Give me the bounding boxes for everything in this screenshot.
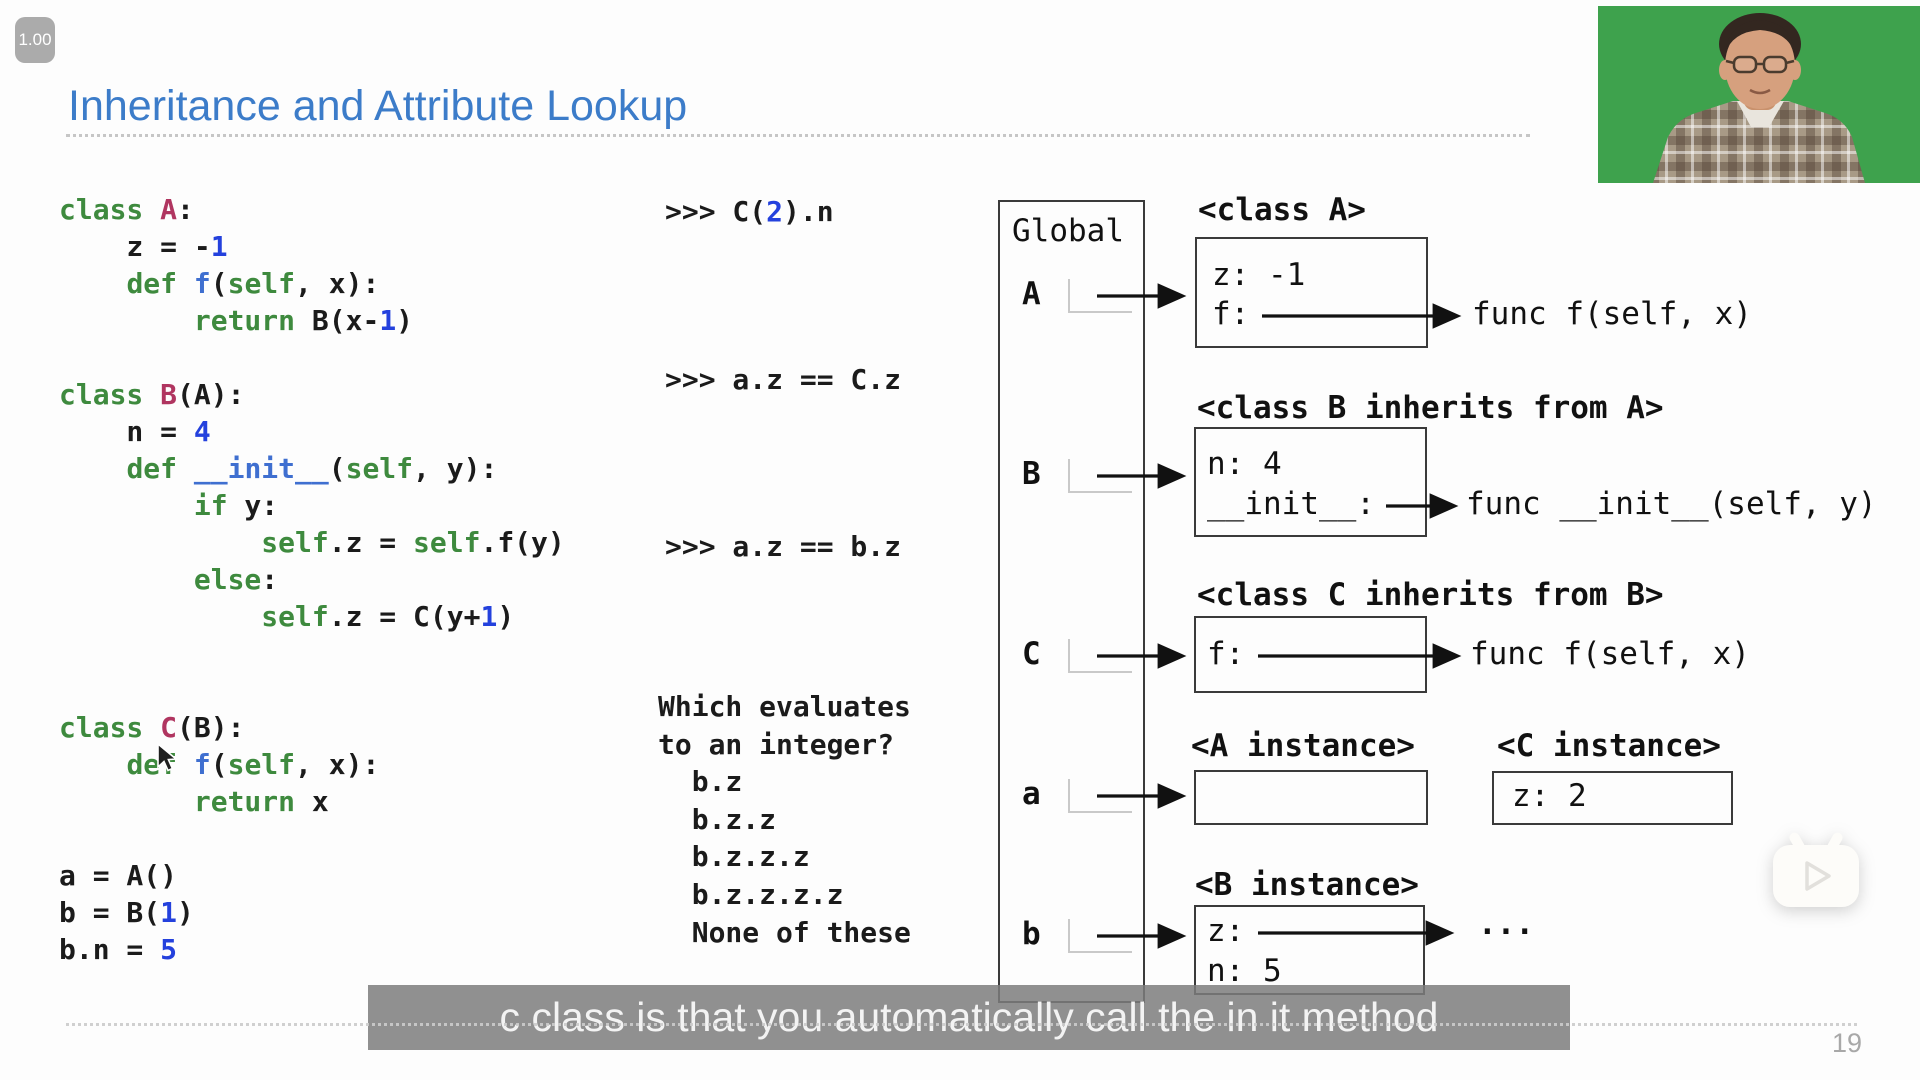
repl-prompt: >>> a.z == C.z (665, 363, 902, 396)
class-b-field: __init__: (1207, 486, 1375, 522)
slide-footer-divider (66, 1023, 1857, 1026)
quiz-option: b.z.z (658, 802, 777, 836)
quiz-option: None of these (658, 915, 911, 949)
class-a-label: <class A> (1198, 192, 1366, 228)
global-frame (998, 200, 1145, 1003)
class-b-field: n: 4 (1207, 446, 1282, 482)
mouse-cursor (157, 742, 179, 772)
function-value-label: func __init__(self, y) (1466, 486, 1877, 522)
quiz-option: b.z.z.z (658, 840, 810, 874)
code-line: self.z = self.f(y) (261, 526, 565, 559)
c-instance-field: z: 2 (1512, 778, 1587, 814)
quiz-question-line: to an integer? (658, 727, 895, 761)
repl-prompt: >>> a.z == b.z (665, 530, 902, 563)
class-a-field: f: (1212, 296, 1250, 332)
code-line: a = A() (59, 859, 178, 892)
global-variable-A: A (1022, 276, 1041, 312)
code-line: class B(A): (59, 378, 245, 411)
quiz-option: b.z (658, 765, 743, 799)
code-line: return B(x-1) (193, 304, 414, 337)
code-line: class A: (59, 193, 194, 226)
code-line: z = -1 (59, 230, 228, 263)
c-instance-label: <C instance> (1497, 728, 1721, 764)
class-b-box (1194, 427, 1427, 537)
slide-page-number: 19 (1832, 1028, 1863, 1058)
function-value-label: func f(self, x) (1472, 296, 1752, 332)
repl-prompt: >>> C(2).n (665, 195, 834, 228)
play-button[interactable] (1770, 831, 1862, 909)
play-icon (1773, 832, 1859, 907)
a-instance-box (1194, 770, 1428, 825)
subtitle-text: c class is that you automatically call t… (499, 994, 1439, 1040)
code-line: def f(self, x): (126, 267, 380, 300)
binding-slot (1068, 459, 1132, 493)
quiz-question-line: Which evaluates (658, 690, 911, 723)
code-line: b.n = 5 (59, 933, 178, 966)
code-line: else: (193, 563, 279, 596)
binding-slot (1068, 279, 1132, 313)
slide-title: Inheritance and Attribute Lookup (68, 82, 688, 130)
binding-slot (1068, 779, 1132, 813)
global-variable-B: B (1022, 456, 1041, 492)
title-divider (66, 134, 1530, 137)
binding-slot (1068, 639, 1132, 673)
b-instance-label: <B instance> (1195, 867, 1419, 903)
function-value-label: func f(self, x) (1470, 636, 1750, 672)
face (1725, 23, 1795, 109)
global-frame-label: Global (1012, 213, 1124, 249)
code-line: b = B(1) (59, 896, 194, 929)
playback-speed-badge[interactable]: 1.00 (15, 17, 55, 63)
code-line: def f(self, x): (126, 748, 380, 781)
code-line: if y: (193, 489, 279, 522)
quiz-option: b.z.z.z.z (658, 878, 844, 911)
class-b-label: <class B inherits from A> (1197, 390, 1664, 426)
presenter-figure (1653, 13, 1865, 183)
class-a-box (1195, 237, 1428, 348)
code-line: self.z = C(y+1) (261, 600, 515, 633)
c-instance-box (1492, 771, 1733, 825)
b-instance-field: z: (1207, 913, 1245, 949)
code-line: return x (193, 785, 329, 818)
global-variable-b: b (1022, 916, 1041, 952)
code-line: class C(B): (59, 711, 245, 744)
global-variable-C: C (1022, 636, 1041, 672)
a-instance-label: <A instance> (1191, 728, 1415, 764)
reference-ellipsis: ... (1478, 906, 1534, 942)
binding-slot (1068, 919, 1132, 953)
global-variable-a: a (1022, 776, 1041, 812)
code-line: n = 4 (59, 415, 211, 448)
mouth (1749, 88, 1771, 95)
class-c-label: <class C inherits from B> (1197, 577, 1664, 613)
class-a-field: z: -1 (1212, 257, 1306, 293)
glasses (1725, 55, 1795, 74)
subtitle-bar: c class is that you automatically call t… (368, 985, 1570, 1050)
class-c-field: f: (1207, 636, 1245, 672)
webcam-video (1598, 6, 1920, 183)
b-instance-field: n: 5 (1207, 953, 1282, 989)
code-line: def __init__(self, y): (126, 452, 498, 485)
